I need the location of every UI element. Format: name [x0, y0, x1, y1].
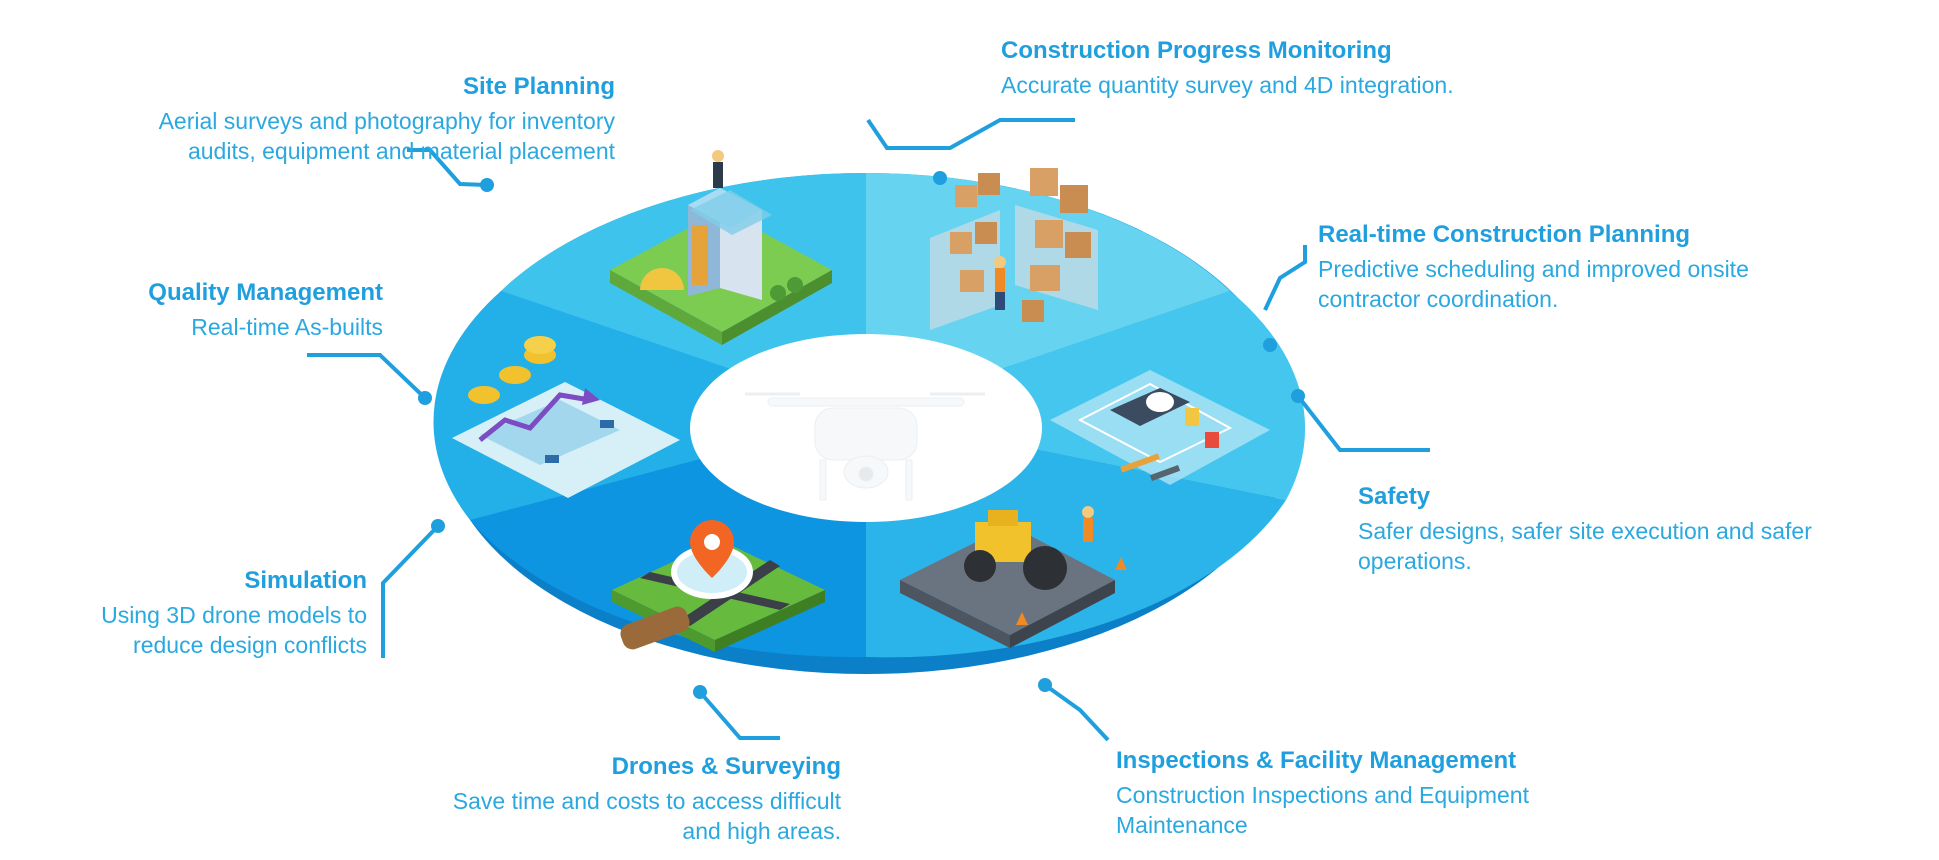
inspections-desc-line2: Maintenance: [1116, 812, 1248, 838]
quality-title: Quality Management: [148, 279, 383, 306]
leader-site-planning: [407, 148, 488, 187]
safety-desc-line2: operations.: [1358, 548, 1472, 574]
drone-icon: [745, 392, 985, 501]
drones-desc-line1: Save time and costs to access difficult: [452, 788, 841, 814]
simulation-desc-line1: Using 3D drone models to: [101, 602, 367, 628]
label-progress: Construction Progress Monitoring Accurat…: [1001, 36, 1621, 100]
label-inspections: Inspections & Facility Management Constr…: [1116, 746, 1716, 840]
quality-desc-line1: Real-time As-builts: [191, 314, 383, 340]
realtime-desc-line2: contractor coordination.: [1318, 286, 1559, 312]
warehouse-shelves-icon: [930, 168, 1098, 330]
leader-drones: [698, 690, 780, 740]
site-planning-desc-line2: audits, equipment and material placement: [187, 138, 615, 164]
site-planning-title: Site Planning: [462, 73, 615, 100]
progress-title: Construction Progress Monitoring: [1001, 37, 1392, 64]
leader-progress: [866, 118, 1075, 150]
realtime-desc-line1: Predictive scheduling and improved onsit…: [1318, 256, 1749, 282]
simulation-desc-line2: reduce design conflicts: [133, 632, 367, 658]
label-quality: Quality Management Real-time As-builts: [3, 278, 383, 342]
label-simulation: Simulation Using 3D drone models to redu…: [7, 566, 367, 660]
center-hole: [690, 334, 1042, 522]
realtime-title: Real-time Construction Planning: [1318, 221, 1691, 248]
leader-dots: [418, 171, 1305, 699]
simulation-title: Simulation: [244, 567, 367, 594]
leader-realtime: [1263, 245, 1307, 311]
leader-simulation: [381, 524, 440, 658]
planning-table-icon: [1050, 370, 1270, 485]
leader-safety: [1296, 394, 1430, 452]
drones-desc-line2: and high areas.: [682, 818, 841, 844]
label-safety: Safety Safer designs, safer site executi…: [1358, 482, 1918, 576]
road-roller-icon: [900, 506, 1127, 648]
label-realtime: Real-time Construction Planning Predicti…: [1318, 220, 1918, 314]
map-pin-magnifier-icon: [612, 520, 825, 652]
label-drones: Drones & Surveying Save time and costs t…: [321, 752, 841, 846]
label-site-planning: Site Planning Aerial surveys and photogr…: [55, 72, 615, 166]
leader-quality: [307, 353, 427, 400]
site-planning-desc-line1: Aerial surveys and photography for inven…: [158, 108, 615, 134]
progress-desc-line1: Accurate quantity survey and 4D integrat…: [1001, 72, 1454, 98]
inspections-title: Inspections & Facility Management: [1116, 747, 1517, 774]
map-coins-icon: [452, 336, 680, 498]
leader-lines: [307, 118, 1430, 742]
safety-title: Safety: [1358, 483, 1431, 510]
inspections-desc-line1: Construction Inspections and Equipment: [1116, 782, 1529, 808]
drones-title: Drones & Surveying: [611, 753, 841, 780]
safety-desc-line1: Safer designs, safer site execution and …: [1358, 518, 1812, 544]
leader-inspections: [1043, 683, 1110, 742]
building-blueprint-icon: [610, 150, 832, 345]
